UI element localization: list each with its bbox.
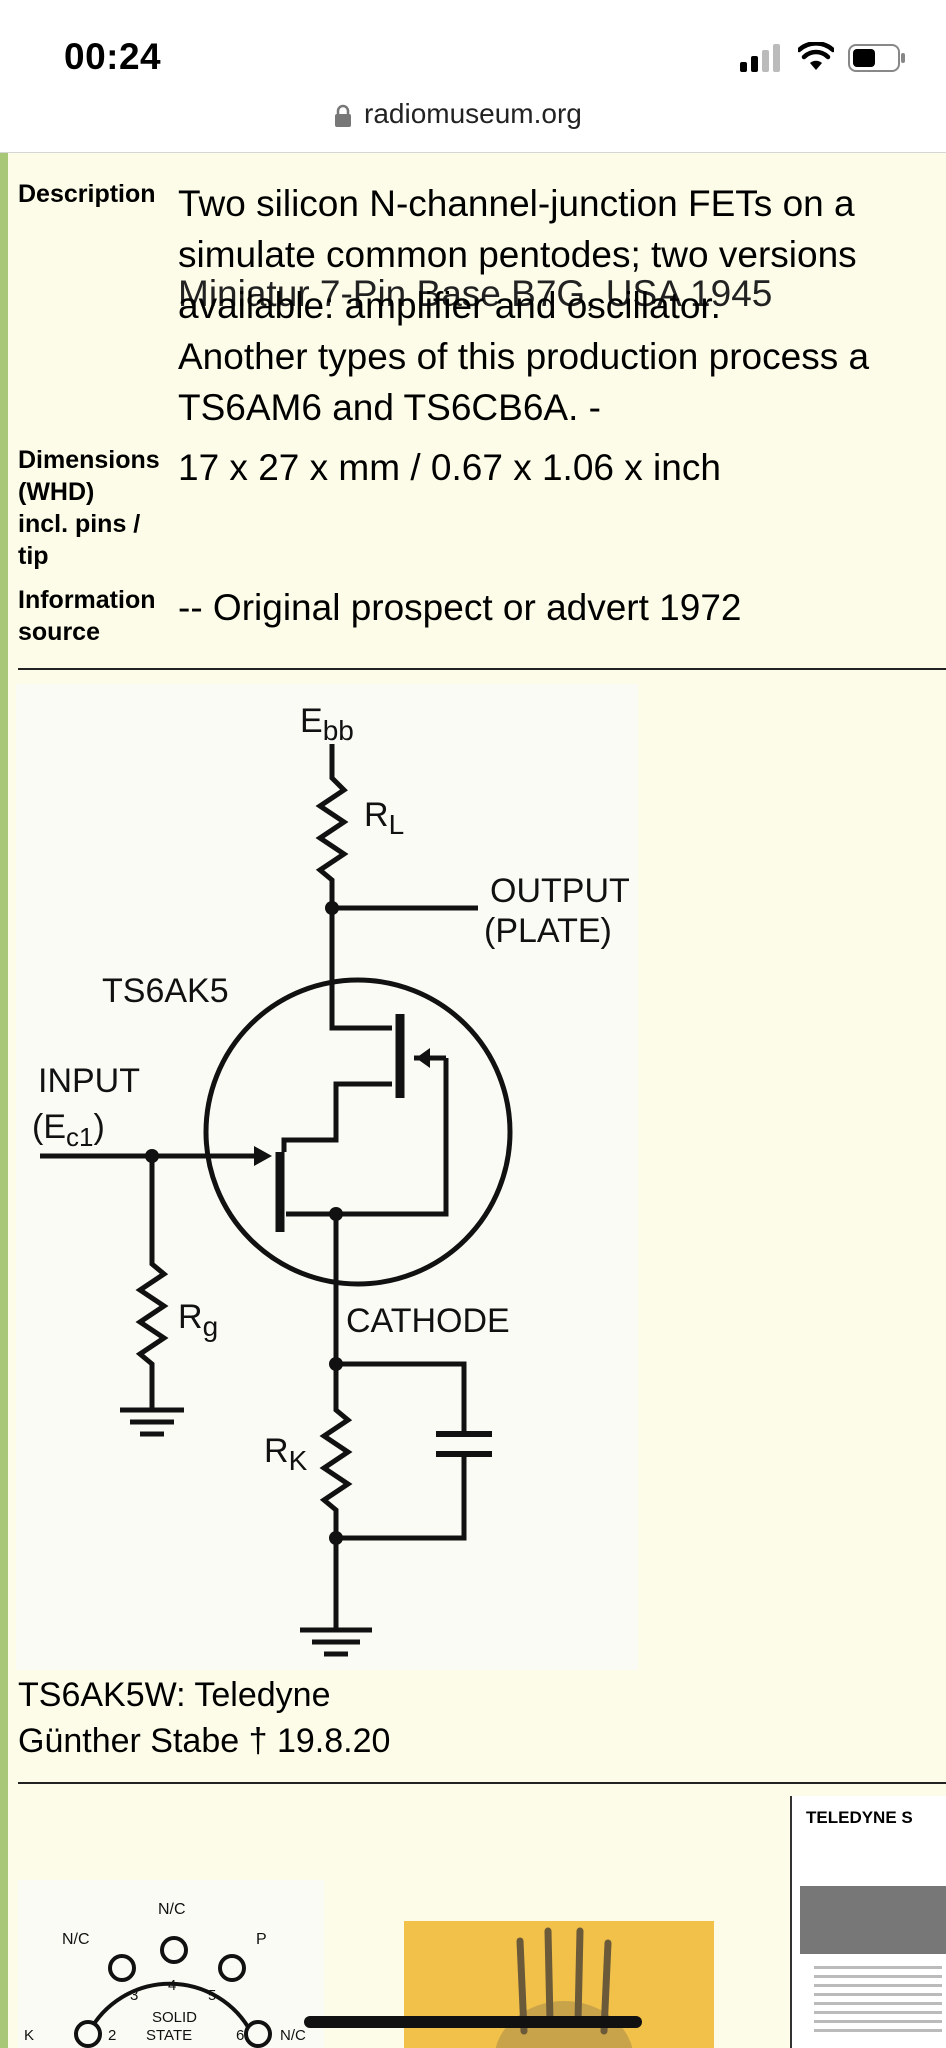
description-label: Description [18,180,156,208]
schematic-image[interactable]: Ebb RL OUTPUT (PLATE) TS6AK5 CATHODE INP… [16,684,638,1670]
address-bar[interactable] [0,100,946,153]
status-time: 00:24 [64,36,162,77]
info-source-value: -- Original prospect or advert 1972 [178,587,742,628]
description-line-5: TS6AM6 and TS6CB6A. - [178,387,601,428]
svg-text:K: K [24,2027,34,2044]
svg-text:2: 2 [108,2027,116,2044]
dimensions-label-2: (WHD) [18,478,95,506]
partially-hidden-text: Miniatur 7-Pin Base B7G, USA 1945 [178,273,773,314]
rl-label: RL [364,796,404,840]
image-caption-title: TS6AK5W: Teledyne [18,1676,331,1714]
info-source-label-1: Information [18,586,156,614]
page-left-accent [0,153,8,2048]
svg-text:3: 3 [130,1987,138,2004]
datasheet-banner [800,1886,946,1954]
url-text[interactable]: radiomuseum.org [364,98,582,129]
description-line-3: available: amplifier and oscillator. [178,285,721,326]
svg-text:SOLID: SOLID [152,2009,197,2026]
svg-text:N/C: N/C [158,1901,186,1918]
battery-icon [848,44,905,72]
svg-text:6: 6 [236,2027,244,2044]
section-divider [18,668,946,670]
input-label: INPUT [38,1062,140,1100]
rg-label: Rg [178,1298,218,1342]
datasheet-title: TELEDYNE S [806,1808,913,1827]
svg-text:5: 5 [208,1987,216,2004]
svg-text:N/C: N/C [62,1931,90,1948]
cathode-label: CATHODE [346,1302,510,1340]
svg-text:4: 4 [168,1977,176,1994]
description-line-4: Another types of this production process… [178,336,870,377]
image-caption-author: Günther Stabe † 19.8.20 [18,1722,391,1760]
pinout-thumbnail[interactable]: N/C N/C P 3 4 5 2 6 SOLID STATE K N/C [18,1880,324,2048]
ebb-label: Ebb [300,702,354,746]
output-label: OUTPUT [490,872,630,910]
dimensions-label-4: tip [18,542,49,570]
cellular-signal-icon [740,44,780,72]
lock-icon [335,104,351,127]
description-line-2: simulate common pentodes; two versions [178,234,857,275]
rk-label: RK [264,1432,308,1476]
section-divider-2 [18,1782,946,1784]
description-line-1: Two silicon N-channel-junction FETs on a [178,183,855,224]
datasheet-thumbnail[interactable]: TELEDYNE S [790,1796,946,2048]
ec1-label: (Ec1) [32,1108,105,1152]
tube-photo [495,1927,633,2048]
tube-photo-thumbnail[interactable] [404,1921,714,2048]
dimensions-label-3: incl. pins / [18,510,141,538]
dimensions-value: 17 x 27 x mm / 0.67 x 1.06 x inch [178,447,721,488]
svg-text:STATE: STATE [146,2027,192,2044]
home-indicator[interactable] [304,2016,642,2028]
plate-label: (PLATE) [484,912,612,950]
svg-text:P: P [256,1931,267,1948]
dimensions-label-1: Dimensions [18,446,160,474]
datasheet-text-lines [814,1966,942,2038]
svg-text:N/C: N/C [280,2027,306,2044]
wifi-icon [798,42,834,70]
tube-type-label: TS6AK5 [102,972,229,1010]
info-source-label-2: source [18,618,100,646]
status-bar: 00:24 [0,0,946,100]
